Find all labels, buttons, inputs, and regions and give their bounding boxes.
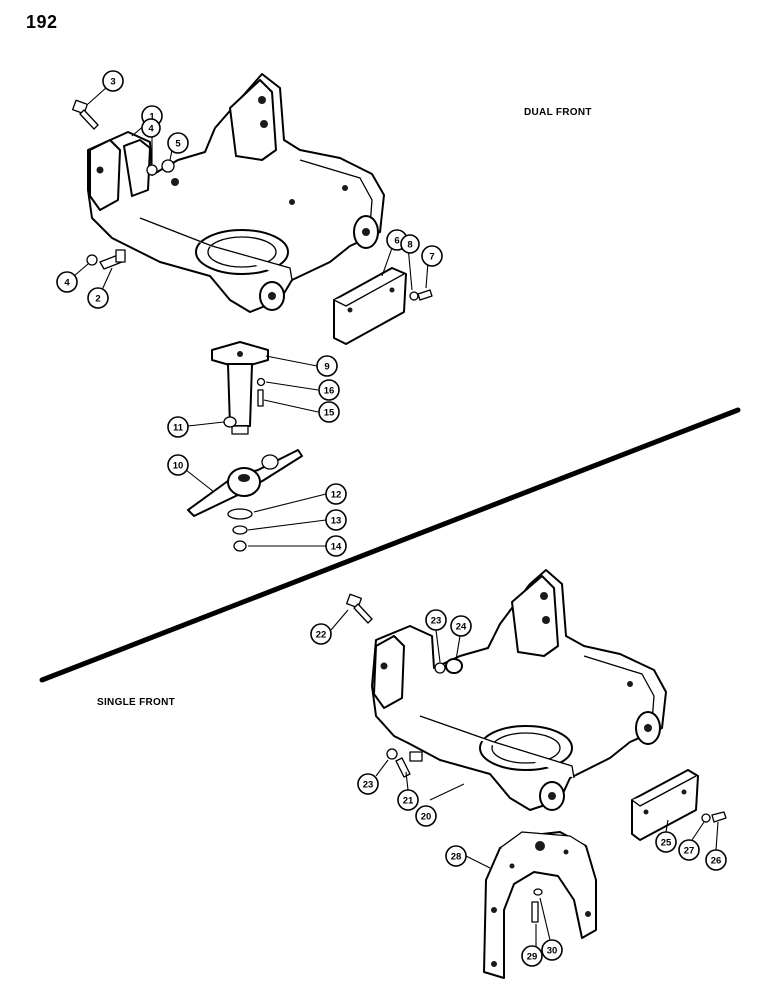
svg-text:26: 26 bbox=[711, 856, 722, 867]
callout-24: 24 bbox=[450, 615, 472, 637]
callout-16: 16 bbox=[318, 379, 340, 401]
callout-5: 5 bbox=[167, 132, 189, 154]
screw-15 bbox=[257, 389, 264, 407]
washer-27 bbox=[701, 813, 711, 823]
nut-5 bbox=[161, 159, 175, 173]
washer-4-top bbox=[146, 164, 158, 176]
svg-text:14: 14 bbox=[331, 542, 342, 553]
single-front-support bbox=[371, 569, 667, 811]
svg-text:23: 23 bbox=[363, 780, 374, 791]
svg-text:2: 2 bbox=[95, 294, 100, 305]
svg-text:16: 16 bbox=[324, 386, 335, 397]
svg-text:28: 28 bbox=[451, 852, 462, 863]
washer-8 bbox=[409, 291, 419, 301]
bolt-3 bbox=[72, 99, 99, 130]
leader-lines bbox=[73, 86, 719, 948]
svg-text:6: 6 bbox=[394, 236, 399, 247]
svg-text:24: 24 bbox=[456, 622, 467, 633]
svg-text:30: 30 bbox=[547, 946, 558, 957]
callout-15: 15 bbox=[318, 401, 340, 423]
callout-27: 27 bbox=[678, 839, 700, 861]
svg-text:5: 5 bbox=[175, 139, 181, 150]
svg-text:23: 23 bbox=[431, 616, 442, 627]
washer-16 bbox=[256, 377, 266, 387]
washer-23-bottom bbox=[386, 748, 398, 760]
plate-25 bbox=[631, 769, 699, 841]
callout-21: 21 bbox=[397, 789, 419, 811]
svg-text:8: 8 bbox=[407, 240, 412, 251]
dual-front-support bbox=[87, 73, 385, 313]
callout-8: 8 bbox=[400, 234, 420, 254]
svg-text:21: 21 bbox=[403, 796, 414, 807]
bolt-21 bbox=[395, 751, 423, 778]
bushing-24 bbox=[445, 658, 463, 674]
svg-text:11: 11 bbox=[173, 423, 184, 434]
callout-29: 29 bbox=[521, 945, 543, 967]
callout-23-top: 23 bbox=[425, 609, 447, 631]
callout-14: 14 bbox=[325, 535, 347, 557]
callout-11: 11 bbox=[167, 416, 189, 438]
washer-12 bbox=[227, 508, 253, 520]
fork-28 bbox=[483, 831, 597, 979]
svg-text:1: 1 bbox=[149, 112, 155, 123]
svg-text:15: 15 bbox=[324, 408, 335, 419]
page-number: 192 bbox=[26, 12, 58, 32]
svg-text:7: 7 bbox=[429, 252, 434, 263]
washer-4-bottom bbox=[86, 254, 98, 266]
screw-26 bbox=[711, 811, 727, 823]
callout-4-top: 4 bbox=[141, 118, 161, 138]
key-11 bbox=[223, 416, 237, 428]
svg-text:29: 29 bbox=[527, 952, 538, 963]
callout-20: 20 bbox=[415, 805, 437, 827]
washer-23-top bbox=[434, 662, 446, 674]
washer-13 bbox=[232, 525, 248, 535]
svg-text:12: 12 bbox=[331, 490, 342, 501]
section-divider bbox=[39, 407, 741, 683]
bolt-2 bbox=[99, 249, 126, 270]
single-front-label: SINGLE FRONT bbox=[97, 697, 176, 708]
svg-text:25: 25 bbox=[661, 838, 672, 849]
callout-22: 22 bbox=[310, 623, 332, 645]
axle-10 bbox=[187, 449, 303, 517]
callout-4-bottom: 4 bbox=[56, 271, 78, 293]
callout-25: 25 bbox=[655, 831, 677, 853]
svg-text:9: 9 bbox=[324, 362, 329, 373]
spindle-9 bbox=[211, 341, 269, 435]
callout-7: 7 bbox=[421, 245, 443, 267]
callout-28: 28 bbox=[445, 845, 467, 867]
callout-23-bottom: 23 bbox=[357, 773, 379, 795]
callout-3: 3 bbox=[102, 70, 124, 92]
callout-12: 12 bbox=[325, 483, 347, 505]
svg-text:4: 4 bbox=[64, 278, 70, 289]
svg-text:13: 13 bbox=[331, 516, 342, 527]
svg-text:10: 10 bbox=[173, 461, 184, 472]
svg-text:3: 3 bbox=[110, 77, 115, 88]
bolt-22 bbox=[346, 593, 373, 624]
plate-6 bbox=[333, 267, 407, 345]
screw-7 bbox=[417, 289, 433, 301]
svg-text:20: 20 bbox=[421, 812, 432, 823]
callout-26: 26 bbox=[705, 849, 727, 871]
svg-text:4: 4 bbox=[148, 124, 154, 135]
callout-10: 10 bbox=[167, 454, 189, 476]
nut-14 bbox=[233, 540, 247, 552]
callout-2: 2 bbox=[87, 287, 109, 309]
callout-9: 9 bbox=[316, 355, 338, 377]
callout-30: 30 bbox=[541, 939, 563, 961]
svg-text:22: 22 bbox=[316, 630, 327, 641]
washer-30 bbox=[533, 888, 543, 896]
dual-front-label: DUAL FRONT bbox=[524, 107, 592, 118]
screw-29 bbox=[531, 901, 539, 923]
callout-13: 13 bbox=[325, 509, 347, 531]
svg-text:27: 27 bbox=[684, 846, 695, 857]
